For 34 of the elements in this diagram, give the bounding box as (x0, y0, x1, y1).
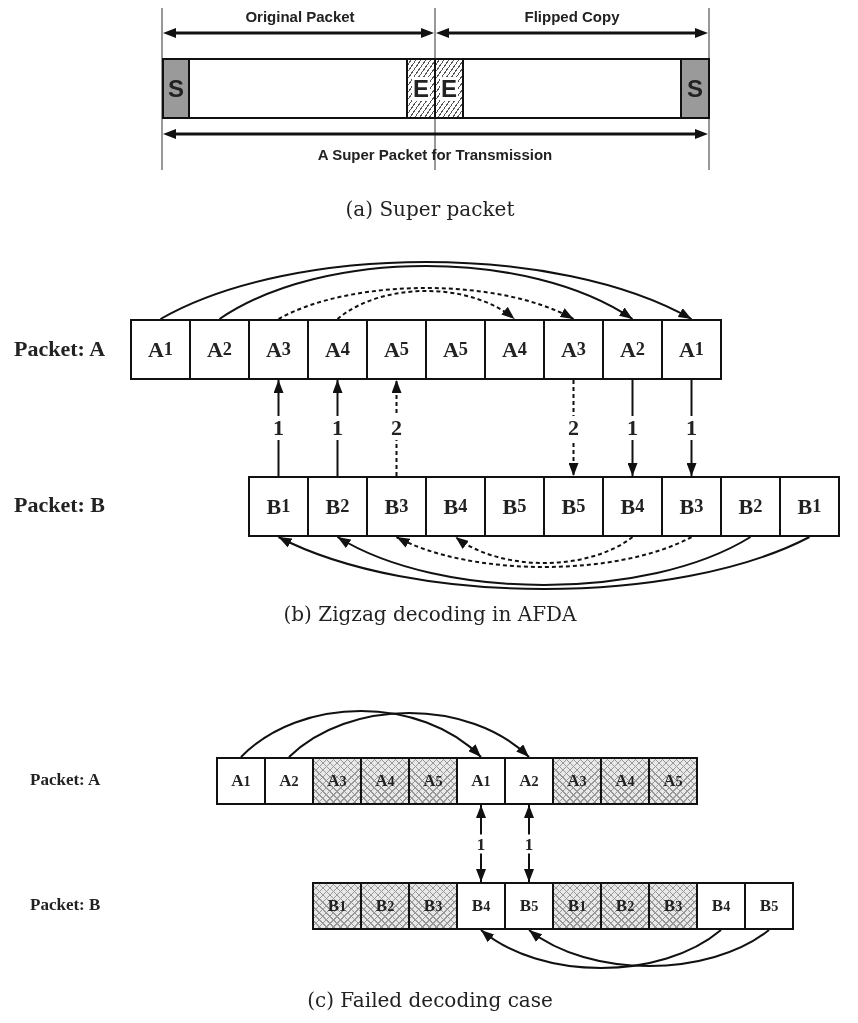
edge-label: 2 (389, 416, 404, 440)
arrow (218, 265, 634, 320)
arrow (391, 379, 402, 477)
hatched-packet-cell: E (406, 58, 436, 119)
edge-label: 1 (684, 416, 699, 440)
arrow (159, 261, 693, 320)
arrow (454, 536, 634, 564)
arrow (240, 710, 482, 758)
arrow (336, 290, 516, 320)
arrow (480, 929, 722, 969)
edge-label: 1 (330, 416, 345, 440)
caption: (b) Zigzag decoding in AFDA (283, 602, 577, 626)
packet-cell: S (680, 58, 710, 119)
row-label: Packet: B (30, 895, 101, 915)
row-label: Packet: A (14, 336, 106, 362)
edge-label: 2 (566, 416, 581, 440)
dimension-label: A Super Packet for Transmission (317, 146, 553, 163)
arrow (277, 536, 811, 590)
row-label: Packet: A (30, 770, 101, 790)
arrow (568, 379, 579, 477)
arrow (528, 929, 770, 967)
packet-cell: S (162, 58, 190, 119)
edge-label: 1 (271, 416, 286, 440)
dimension-label: Flipped Copy (524, 8, 620, 25)
row-label: Packet: B (14, 492, 106, 518)
hatched-packet-cell: E (434, 58, 464, 119)
arrow (277, 287, 575, 320)
caption: (a) Super packet (345, 197, 515, 221)
edge-label: 1 (625, 416, 640, 440)
caption: (c) Failed decoding case (307, 988, 553, 1012)
arrow (336, 536, 752, 586)
dimension-label: Original Packet (245, 8, 355, 25)
arrow (288, 712, 530, 758)
arrow (395, 536, 693, 568)
